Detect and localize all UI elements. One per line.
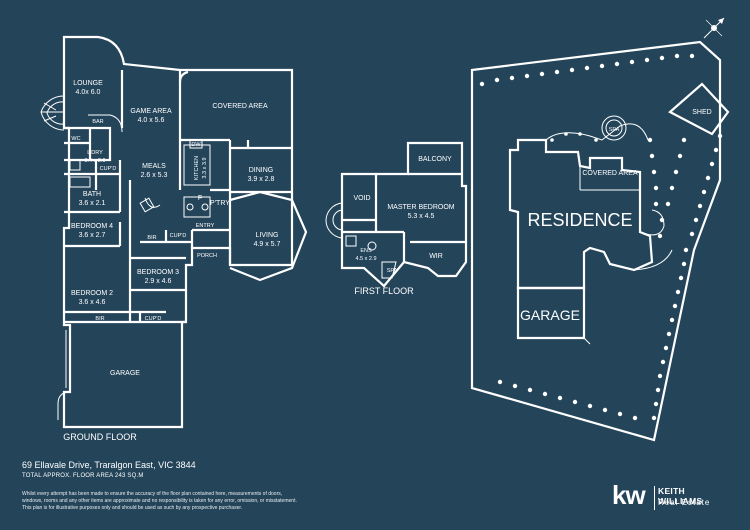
room-ensuite-size: 4.5 x 2.9 bbox=[355, 256, 376, 262]
ground-floor-plan bbox=[40, 35, 308, 429]
agency-name: KEITH WILLIAMS bbox=[658, 486, 703, 506]
bar-label: BAR bbox=[92, 119, 103, 125]
floor-area-total: TOTAL APPROX. FLOOR AREA 243 SQ.M bbox=[22, 473, 144, 479]
room-living-name: LIVING bbox=[256, 232, 279, 239]
room-lounge-name: LOUNGE bbox=[73, 80, 103, 87]
site-plan-labels: RESIDENCE GARAGE COVERED AREA SHED SPA bbox=[520, 109, 712, 323]
fridge-label: F bbox=[198, 195, 202, 202]
site-spa-label: SPA bbox=[609, 127, 620, 133]
ensuite-spa-label: SPA bbox=[387, 268, 398, 274]
disclaimer-line-1: Whilst every attempt has been made to en… bbox=[22, 491, 283, 497]
room-meals-name: MEALS bbox=[142, 163, 166, 170]
room-bedroom2-size: 3.6 x 4.6 bbox=[79, 299, 106, 306]
room-bedroom3-size: 2.9 x 4.6 bbox=[145, 278, 172, 285]
entry-cupboard-label: CUP'D bbox=[170, 233, 187, 239]
site-shed-label: SHED bbox=[692, 109, 711, 116]
room-kitchen-name: KITCHEN bbox=[194, 156, 200, 180]
disclaimer-line-3: This plan is for illustrative purposes o… bbox=[22, 505, 243, 511]
room-balcony-name: BALCONY bbox=[418, 156, 452, 163]
room-bedroom3-name: BEDROOM 3 bbox=[137, 269, 179, 276]
first-floor-title: FIRST FLOOR bbox=[354, 286, 414, 296]
room-ensuite-name: ENS bbox=[360, 248, 372, 254]
bir-bedroom2-label: BIR bbox=[95, 316, 104, 322]
room-bedroom2-name: BEDROOM 2 bbox=[71, 290, 113, 297]
site-trees bbox=[479, 53, 723, 421]
room-kitchen-size: 3.3 x 3.9 bbox=[202, 157, 208, 178]
room-laundry-name: L'DRY bbox=[87, 150, 103, 156]
logo-divider bbox=[654, 486, 655, 510]
room-lounge-size: 4.0x 6.0 bbox=[76, 89, 101, 96]
bedroom2-cupboard-label: CUP'D bbox=[145, 316, 162, 322]
room-porch-name: PORCH bbox=[197, 253, 217, 259]
room-wc-name: WC bbox=[71, 136, 80, 142]
room-bath-size: 3.6 x 2.1 bbox=[79, 200, 106, 207]
room-master-bedroom-name: MASTER BEDROOM bbox=[387, 204, 454, 211]
disclaimer-line-2: windows, rooms and any other items are a… bbox=[22, 498, 297, 504]
room-pantry-name: P'TRY bbox=[210, 200, 230, 207]
agency-tagline: Real Estate bbox=[658, 498, 711, 507]
ground-floor-labels: LOUNGE 4.0x 6.0 GAME AREA 4.0 x 5.6 COVE… bbox=[63, 80, 280, 442]
room-dining-name: DINING bbox=[249, 167, 274, 174]
site-residence-label: RESIDENCE bbox=[527, 210, 632, 230]
room-living-size: 4.9 x 5.7 bbox=[254, 241, 281, 248]
ground-floor-title: GROUND FLOOR bbox=[63, 432, 137, 442]
room-laundry-size: 3.4 x 2.9 bbox=[84, 158, 105, 164]
room-dining-size: 3.9 x 2.8 bbox=[248, 176, 275, 183]
laundry-cupboard-label: CUP'D bbox=[100, 166, 117, 172]
bir-entry-label: BIR bbox=[147, 235, 156, 241]
room-meals-size: 2.6 x 5.3 bbox=[141, 172, 168, 179]
site-covered-area-label: COVERED AREA bbox=[582, 170, 638, 177]
room-bedroom4-size: 3.6 x 2.7 bbox=[79, 232, 106, 239]
property-address: 69 Ellavale Drive, Traralgon East, VIC 3… bbox=[22, 460, 196, 470]
room-wir-name: WIR bbox=[429, 253, 443, 260]
room-bedroom4-name: BEDROOM 4 bbox=[71, 223, 113, 230]
north-arrow-icon bbox=[703, 17, 725, 39]
room-master-bedroom-size: 5.3 x 4.5 bbox=[408, 213, 435, 220]
room-garage-name: GARAGE bbox=[110, 370, 140, 377]
room-game-area-size: 4.0 x 5.6 bbox=[138, 117, 165, 124]
room-void-name: VOID bbox=[353, 195, 370, 202]
site-plan bbox=[470, 40, 730, 442]
dishwasher-label: DW bbox=[191, 142, 201, 148]
room-game-area-name: GAME AREA bbox=[130, 108, 172, 115]
first-floor-labels: VOID BALCONY MASTER BEDROOM 5.3 x 4.5 EN… bbox=[353, 156, 454, 296]
logo-mark: kw bbox=[612, 480, 646, 510]
agency-logo: kw KEITH WILLIAMS Real Estate bbox=[612, 480, 732, 514]
room-bath-name: BATH bbox=[83, 191, 101, 198]
disclaimer: Whilst every attempt has been made to en… bbox=[22, 491, 462, 512]
first-floor-plan bbox=[325, 141, 468, 288]
site-garage-label: GARAGE bbox=[520, 307, 580, 323]
room-covered-area-name: COVERED AREA bbox=[212, 103, 268, 110]
room-entry-name: ENTRY bbox=[196, 223, 215, 229]
